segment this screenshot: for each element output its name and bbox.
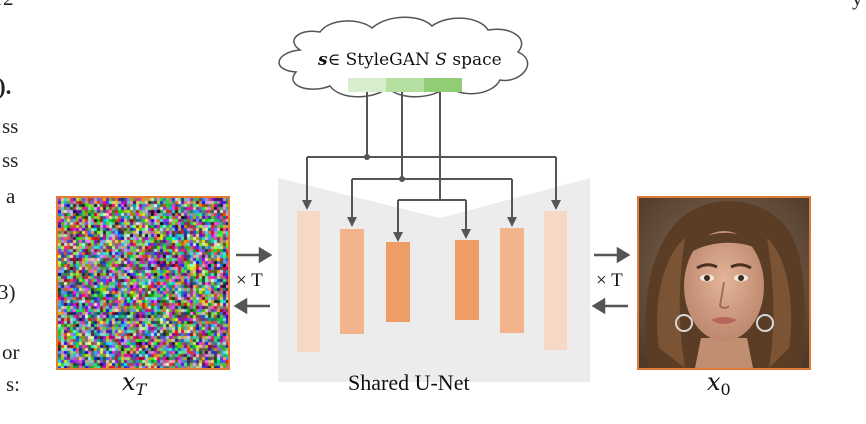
routing-lines — [302, 92, 561, 242]
crop-text-1: ). — [0, 74, 12, 99]
crop-text-7: s: — [6, 372, 21, 396]
input-label-var: x — [122, 368, 136, 396]
unet-block-enc-3 — [386, 242, 410, 322]
input-label-sub: T — [135, 380, 147, 399]
right-arrows — [591, 246, 631, 315]
output-label: x0 — [707, 370, 731, 398]
left-times-label: × T — [236, 270, 263, 291]
unet-block-dec-1 — [544, 211, 567, 350]
unet-block-dec-2 — [500, 228, 524, 333]
crop-text-6: or — [2, 340, 20, 364]
face-image — [637, 196, 811, 370]
unet-block-enc-1 — [297, 211, 320, 352]
output-label-sub: 0 — [720, 380, 731, 399]
noise-canvas — [58, 198, 228, 368]
right-times-label: × T — [596, 270, 623, 291]
crop-text-4: a — [6, 184, 16, 208]
unet-block-enc-2 — [340, 229, 364, 334]
cloud-label-tail: space — [446, 50, 502, 70]
junction-outer — [364, 154, 370, 160]
cloud-label: s∈ StyleGAN S space — [318, 50, 502, 70]
left-arrows — [233, 246, 273, 315]
cloud-shape — [278, 16, 529, 98]
output-label-var: x — [707, 368, 721, 396]
input-label: xT — [122, 370, 146, 398]
code-segment-3 — [424, 78, 462, 92]
unet-block-dec-3 — [455, 240, 479, 320]
style-symbol: s — [318, 50, 328, 70]
crop-text-5: 3) — [0, 280, 16, 304]
unet-background — [278, 178, 590, 382]
crop-text-top-right: y — [852, 0, 863, 9]
cloud-label-text: ∈ StyleGAN — [327, 50, 436, 70]
junction-middle — [399, 176, 405, 182]
code-segment-1 — [348, 78, 386, 92]
face-drawing — [639, 198, 809, 368]
shared-unet-label: Shared U-Net — [348, 370, 470, 395]
crop-text-2: ss — [2, 114, 19, 138]
noise-image — [56, 196, 230, 370]
crop-text-3: ss — [2, 148, 19, 172]
code-segment-2 — [386, 78, 424, 92]
space-symbol: S — [435, 50, 447, 70]
crop-text-top-left: r2 — [0, 0, 14, 9]
